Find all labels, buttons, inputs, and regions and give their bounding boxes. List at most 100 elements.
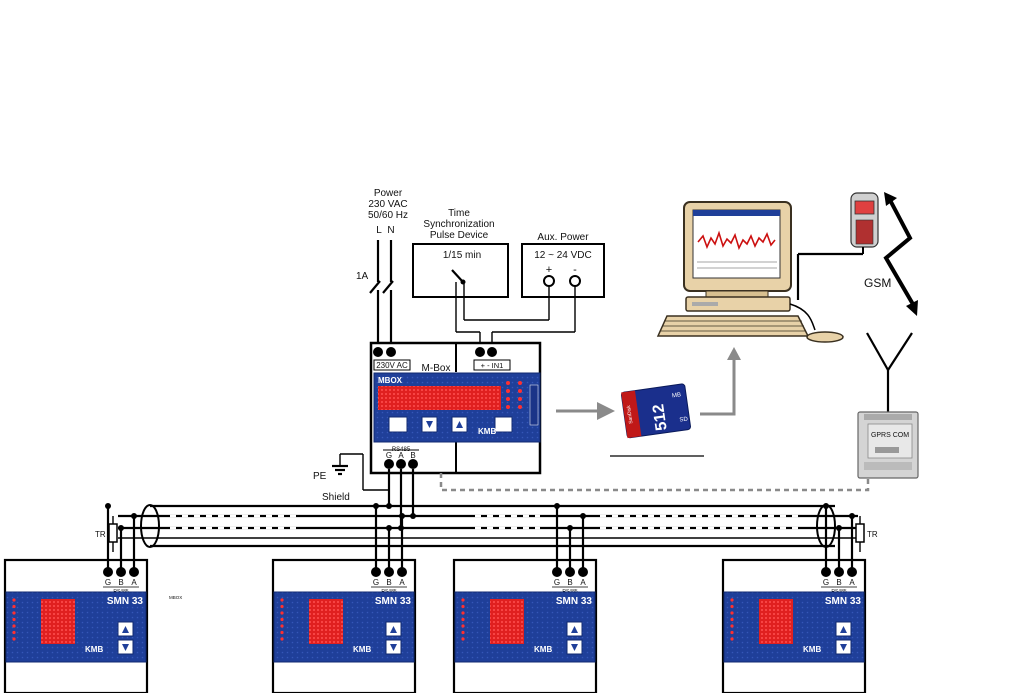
mbox-input-terminal: + - IN1 [481,361,504,370]
power-title: Power [374,188,403,199]
down-arrow-icon [390,644,397,651]
terminal-screw [116,567,126,577]
mbox-brand: MBOX [378,376,403,385]
terminal-label: A [580,578,586,587]
aux-power-title: Aux. Power [537,232,589,243]
terminal-screw [565,567,575,577]
down-arrow-icon [571,644,578,651]
aux-plus: + [546,264,552,276]
mbox-logo: KMB [478,427,496,436]
sd-brand: SanDisk [626,404,635,424]
terminal-label: G [373,578,379,587]
time-sync-device: Time Synchronization Pulse Device 1/15 m… [412,208,549,346]
pe-label: PE [313,471,327,482]
meter-display [490,599,524,644]
terminal-label: G [105,578,111,587]
meter-model-name: SMN 33 [825,596,862,607]
terminal-screw [397,567,407,577]
meter-logo: KMB [353,645,371,654]
terminal-screw [847,567,857,577]
up-arrow-icon [840,626,847,633]
fuse-label: 1A [356,271,369,282]
meter-model-name: SMN 33 [107,596,144,607]
sync-interval: 1/15 min [443,250,481,261]
mbox-device: 230V AC M-Box + - IN1 MBOX KMB RS485 G A… [369,341,542,475]
gprs-label: GPRS COM [871,432,909,439]
terminal-label: B [118,578,123,587]
up-arrow-icon [390,626,397,633]
meter-tag: MBOX [169,595,182,600]
shield-label: Shield [322,492,350,503]
meter-model-name: SMN 33 [556,596,593,607]
down-arrow-icon [122,644,129,651]
up-arrow-icon [571,626,578,633]
terminal-label: A [131,578,137,587]
terminating-resistor-right [855,523,865,543]
terminal-screw [103,567,113,577]
down-arrow-icon [426,421,433,428]
rs485-bus: Shield TR TR [95,469,878,552]
sync-title-2: Synchronization [423,219,494,230]
gsm-link: GSM [850,192,918,414]
computer [656,201,863,343]
terminal-label: B [836,578,841,587]
meter-display [759,599,793,644]
up-arrow-icon [122,626,129,633]
terminal-screw [384,567,394,577]
meters-group: GBARS485SMN 33KMBMBOXGBARS485SMN 33KMBGB… [3,503,867,693]
sync-title-3: Pulse Device [430,230,489,241]
terminal-label: A [849,578,855,587]
meter-logo: KMB [803,645,821,654]
neutral-label: N [387,225,394,236]
mbox-label: M-Box [422,363,451,374]
power-frequency: 50/60 Hz [368,210,408,221]
terminal-screw [129,567,139,577]
tr-right-label: TR [867,530,878,539]
meter-display [41,599,75,644]
pe-ground: PE [313,453,389,491]
mbox-power-terminal: 230V AC [376,361,408,370]
sd-unit: MB [672,392,682,399]
mbox-terminal-a: A [398,451,404,460]
sd-card: SanDisk 512 MB SD [556,347,741,457]
meter-logo: KMB [534,645,552,654]
sd-capacity: 512 [650,403,671,432]
meter-model-name: SMN 33 [375,596,412,607]
mbox-button-4[interactable] [494,416,513,433]
terminal-label: G [554,578,560,587]
terminal-label: B [567,578,572,587]
up-arrow-icon [456,421,463,428]
gprs-modem: GPRS COM [857,411,919,479]
aux-minus: - [573,264,577,276]
terminating-resistor-left [108,523,118,543]
terminal-screw [834,567,844,577]
svg-text:SD: SD [679,416,689,423]
tr-left-label: TR [95,530,106,539]
gsm-label: GSM [864,276,891,290]
meter-logo: KMB [85,645,103,654]
mbox-terminal-b: B [410,451,415,460]
terminal-screw [578,567,588,577]
terminal-screw [371,567,381,577]
meter-display [309,599,343,644]
terminal-screw [552,567,562,577]
terminal-label: G [823,578,829,587]
power-supply: Power 230 VAC 50/60 Hz L N 1A [356,188,408,345]
aux-power-supply: Aux. Power 12 ~ 24 VDC + - [491,232,605,346]
power-voltage: 230 VAC [368,199,407,210]
sync-title-1: Time [448,208,470,219]
terminal-screw [821,567,831,577]
line-label: L [376,225,382,236]
mbox-display [378,386,501,410]
aux-power-voltage: 12 ~ 24 VDC [534,250,592,261]
terminal-label: B [386,578,391,587]
mbox-button-1[interactable] [388,416,408,433]
down-arrow-icon [840,644,847,651]
terminal-label: A [399,578,405,587]
mbox-terminal-g: G [386,451,392,460]
